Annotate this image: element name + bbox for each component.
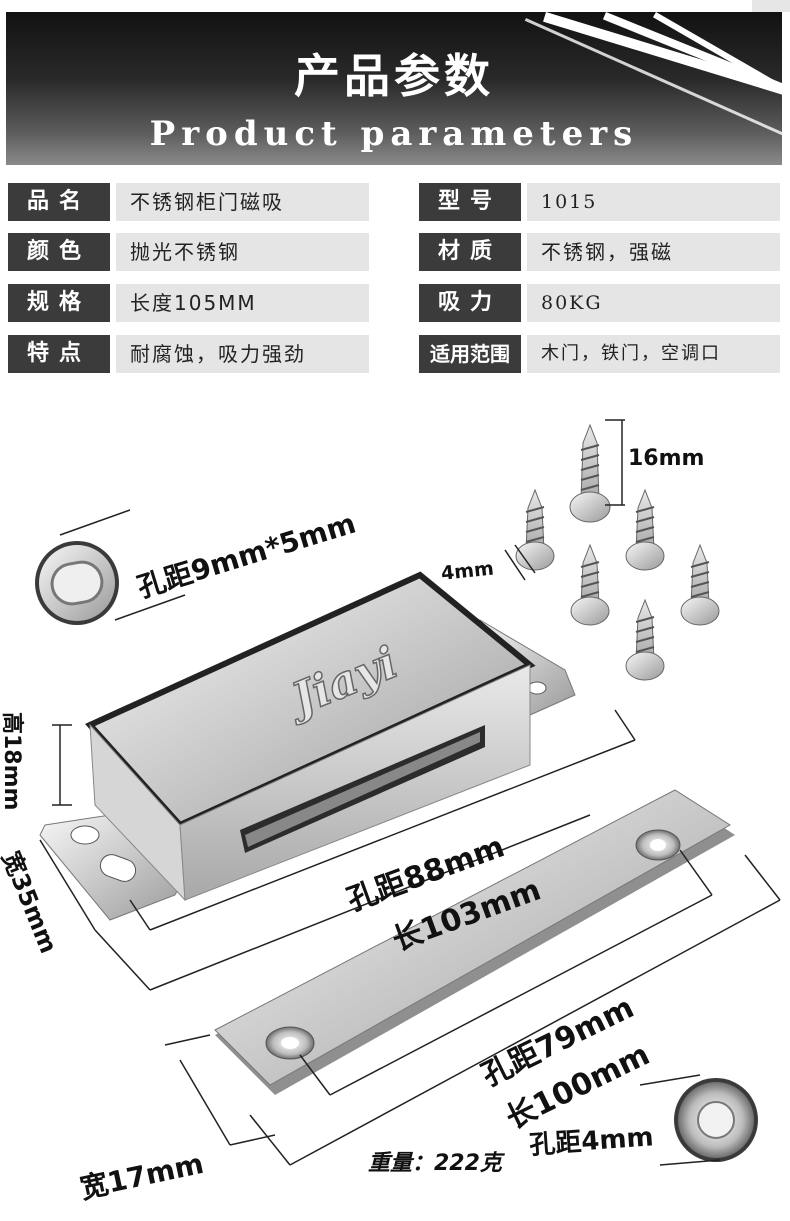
strike-plate <box>214 789 735 1095</box>
param-value: 抛光不锈钢 <box>116 233 369 271</box>
screw-icon <box>625 598 665 681</box>
countersunk-hole-closeup <box>639 1074 758 1166</box>
param-value: 1015 <box>527 183 780 221</box>
param-label: 特点 <box>8 335 110 373</box>
corner-block <box>752 0 790 12</box>
param-label: 颜色 <box>8 233 110 271</box>
param-label: 适用范围 <box>419 335 521 373</box>
param-label: 品名 <box>8 183 110 221</box>
page-title: 产品参数 <box>294 49 494 103</box>
dimension-lines-main <box>39 709 636 991</box>
dimension-lines-plate <box>164 849 781 1166</box>
screw-icon <box>569 423 611 523</box>
weight-label: 重量：222克 <box>368 1151 502 1176</box>
page-subtitle: Product parameters <box>149 114 639 154</box>
param-row: 特点 耐腐蚀，吸力强劲 适用范围 木门，铁门，空调口 <box>8 335 783 373</box>
param-value: 耐腐蚀，吸力强劲 <box>116 335 369 373</box>
header-banner: 产品参数 Product parameters <box>6 12 782 165</box>
param-label: 规格 <box>8 284 110 322</box>
screw-icon <box>625 488 665 571</box>
param-value: 不锈钢，强磁 <box>527 233 780 271</box>
magnet-catch-body: Jiayi <box>39 571 576 921</box>
param-value: 木门，铁门，空调口 <box>527 335 780 373</box>
slot-hole-closeup <box>35 509 186 625</box>
param-value: 80KG <box>527 284 780 322</box>
product-illustration: Jiayi <box>35 419 781 1166</box>
dim-screw-length: 16mm <box>628 446 705 471</box>
screws <box>504 419 720 681</box>
dim-height: 高18mm <box>0 712 24 811</box>
screw-icon <box>515 488 555 571</box>
param-row: 品名 不锈钢柜门磁吸 型号 1015 <box>8 183 783 221</box>
param-label: 吸力 <box>419 284 521 322</box>
screw-icon <box>680 543 720 626</box>
param-row: 规格 长度105MM 吸力 80KG <box>8 284 783 322</box>
screw-icon <box>570 543 610 626</box>
param-value: 长度105MM <box>116 284 369 322</box>
param-row: 颜色 抛光不锈钢 材质 不锈钢，强磁 <box>8 233 783 271</box>
param-value: 不锈钢柜门磁吸 <box>116 183 369 221</box>
param-label: 材质 <box>419 233 521 271</box>
param-label: 型号 <box>419 183 521 221</box>
